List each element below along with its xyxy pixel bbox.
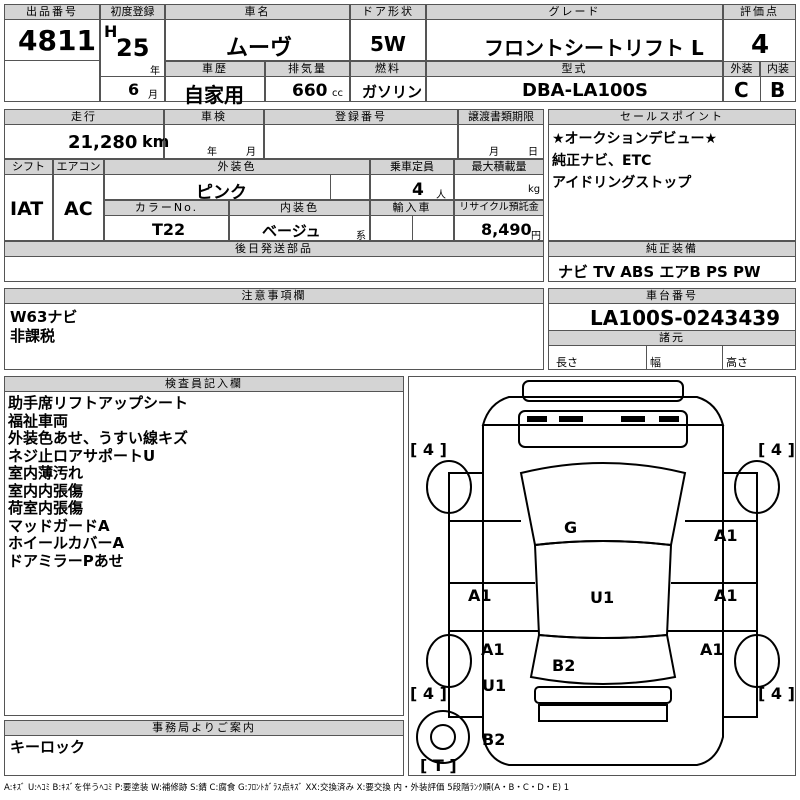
inspection-month-unit: 月	[246, 147, 256, 158]
mark-right-rear-door: A1	[700, 640, 724, 659]
inspector-header: 検査員記入欄	[4, 376, 404, 392]
color-no-header: カラーNo.	[104, 200, 229, 216]
sales-point-header: セールスポイント	[548, 109, 796, 125]
mark-front-right-fender: A1	[714, 526, 738, 545]
tire-spare-label: [ T ]	[420, 756, 457, 775]
seats-unit: 人	[436, 190, 446, 201]
lot-no: 4811	[18, 24, 96, 57]
max-load-header: 最大積載量	[454, 159, 544, 175]
mileage-header: 走行	[4, 109, 164, 125]
score-header: 評価点	[723, 4, 796, 20]
oem-equip-header: 純正装備	[548, 241, 796, 257]
spec-height: 高さ	[726, 356, 748, 369]
inspection-header: 車検	[164, 109, 264, 125]
car-diagram	[408, 376, 796, 776]
month: 6	[128, 80, 140, 99]
displacement-unit: cc	[332, 88, 343, 99]
fuel: ガソリン	[362, 83, 423, 101]
transfer-deadline-header: 譲渡書類期限	[458, 109, 544, 125]
displacement: 660	[292, 81, 328, 101]
office-header: 事務局よりご案内	[4, 720, 404, 736]
history: 自家用	[184, 83, 244, 107]
tire-fl-label: [ 4 ]	[410, 440, 447, 459]
load-unit: kg	[528, 184, 541, 195]
displacement-header: 排気量	[265, 61, 350, 77]
import-header: 輸入車	[370, 200, 454, 216]
recycle-header: リサイクル預託金	[454, 200, 544, 216]
notes-header: 注意事項欄	[4, 288, 544, 304]
car-diagram-svg	[416, 380, 780, 766]
mark-left-front-door: A1	[468, 586, 492, 605]
int-color-unit: 系	[356, 231, 366, 242]
shift: IAT	[10, 198, 44, 220]
mark-rear-bumper: B2	[482, 730, 506, 749]
interior-header: 内装	[760, 61, 796, 77]
shift-header: シフト	[4, 159, 53, 175]
reg-no-header: 登録番号	[264, 109, 458, 125]
recycle: 8,490	[481, 220, 532, 239]
interior-grade: B	[770, 78, 786, 102]
sales-points: ★オークションデビュー★ 純正ナビ、ETC アイドリングストップ	[552, 131, 718, 191]
grade: フロントシートリフト L	[484, 36, 704, 60]
inspection-year-unit: 年	[207, 147, 217, 158]
chassis-no: LA100S-0243439	[590, 306, 781, 330]
first-reg-header: 初度登録	[100, 4, 165, 20]
later-parts-header: 後日発送部品	[4, 241, 544, 257]
door: 5W	[370, 32, 406, 56]
year: 25	[116, 34, 150, 62]
era: H	[104, 22, 118, 41]
month-unit: 月	[148, 90, 158, 101]
aircon: AC	[64, 198, 93, 220]
history-header: 車歴	[165, 61, 265, 77]
specs-header: 諸元	[548, 330, 796, 346]
aircon-header: エアコン	[53, 159, 104, 175]
tire-rr-label: [ 4 ]	[758, 684, 795, 703]
transfer-day-unit: 日	[528, 147, 538, 158]
tire-fr-label: [ 4 ]	[758, 440, 795, 459]
inspector-notes: 助手席リフトアップシート 福祉車両 外装色あせ、うすい線キズ ネジ止ロアサポート…	[8, 394, 189, 570]
lot-no-header: 出品番号	[4, 4, 100, 20]
legend-footer: A:ｷｽﾞ U:ﾍｺﾐ B:ｷｽﾞを伴うﾍｺﾐ P:要塗装 W:補修跡 S:錆 …	[4, 783, 570, 793]
exterior-header: 外装	[723, 61, 760, 77]
transfer-month-unit: 月	[489, 147, 499, 158]
mileage: 21,280	[68, 132, 138, 153]
car-name: ムーヴ	[226, 36, 293, 61]
color-no: T22	[152, 220, 186, 239]
equipment: ナビ TV ABS エアB PS PW	[558, 263, 761, 281]
tire-rl-label: [ 4 ]	[410, 684, 447, 703]
grade-header: グレード	[426, 4, 723, 20]
ext-color-header: 外装色	[104, 159, 370, 175]
notes: W63ナビ 非課税	[10, 308, 78, 345]
recycle-unit: 円	[531, 231, 541, 242]
score: 4	[751, 30, 770, 60]
spec-width: 幅	[650, 356, 661, 369]
exterior-grade: C	[734, 78, 749, 102]
door-header: ドア形状	[350, 4, 426, 20]
fuel-header: 燃料	[350, 61, 426, 77]
office-notes: キーロック	[10, 738, 86, 756]
mark-rear-roof: B2	[552, 656, 576, 675]
mark-right-front-door: A1	[714, 586, 738, 605]
year-unit: 年	[150, 66, 160, 77]
mark-roof: U1	[590, 588, 615, 607]
car-name-header: 車名	[165, 4, 350, 20]
mileage-unit: km	[142, 132, 170, 151]
seats: 4	[412, 180, 424, 200]
model-code-header: 型式	[426, 61, 723, 77]
seats-header: 乗車定員	[370, 159, 454, 175]
int-color: ベージュ	[262, 222, 321, 240]
spec-length: 長さ	[556, 356, 578, 369]
ext-color: ピンク	[196, 183, 247, 203]
int-color-header: 内装色	[229, 200, 370, 216]
chassis-no-header: 車台番号	[548, 288, 796, 304]
mark-left-quarter: U1	[482, 676, 507, 695]
mark-windshield: G	[564, 518, 578, 537]
mark-left-rear-door: A1	[481, 640, 505, 659]
model-code: DBA-LA100S	[522, 80, 648, 101]
